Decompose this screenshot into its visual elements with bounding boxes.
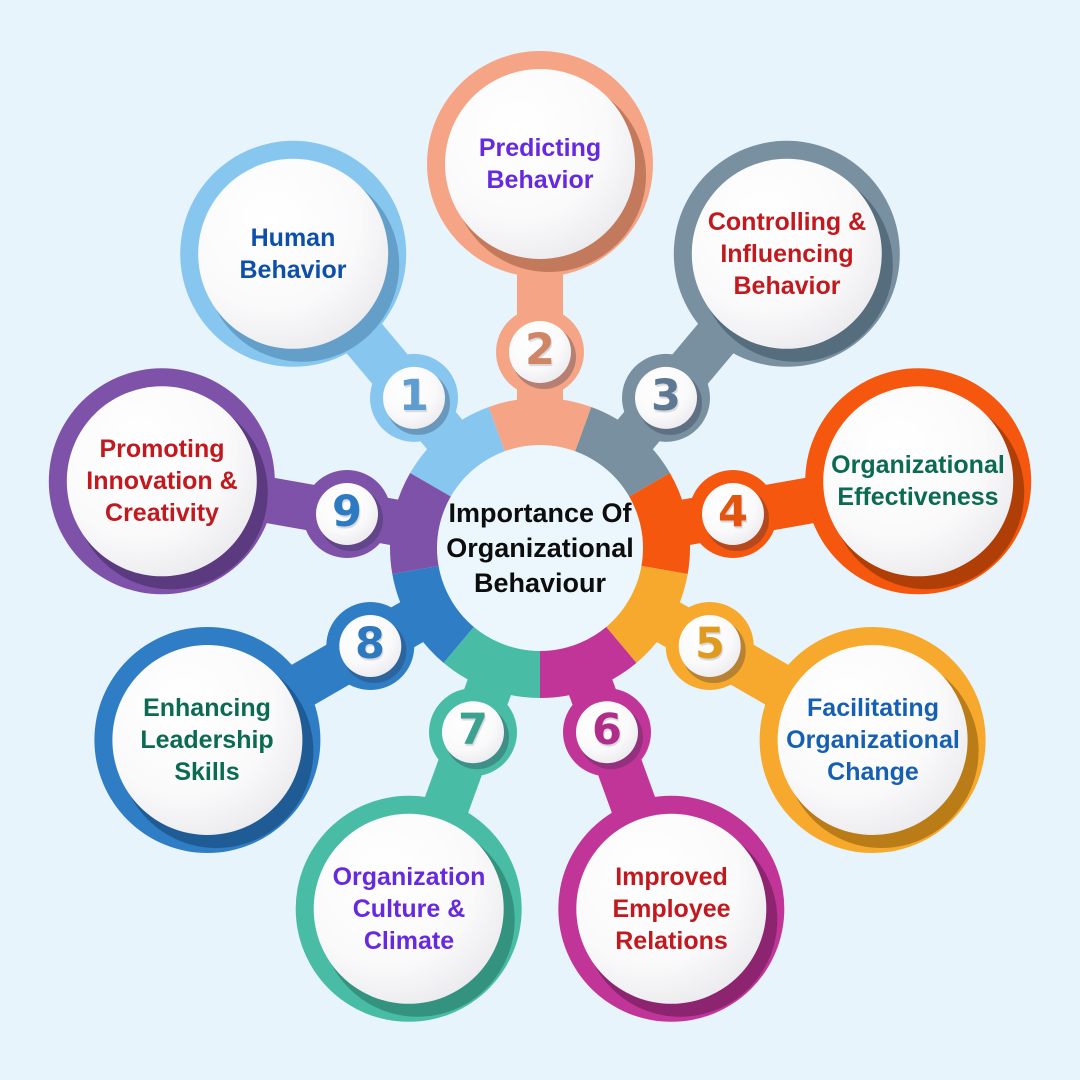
number-badge-layer bbox=[316, 321, 769, 770]
number-badge-9 bbox=[316, 483, 383, 551]
node-circle-7 bbox=[295, 795, 522, 1022]
node-face-5 bbox=[777, 645, 968, 835]
node-circle-6 bbox=[558, 795, 785, 1022]
node-circle-8 bbox=[94, 627, 321, 853]
number-badge-7 bbox=[442, 701, 509, 770]
number-badge-3 bbox=[635, 366, 702, 435]
node-circle-9 bbox=[48, 368, 275, 595]
node-circle-2 bbox=[427, 51, 653, 277]
node-face-7 bbox=[313, 813, 504, 1004]
center-circle bbox=[437, 445, 643, 651]
node-face-8 bbox=[112, 645, 303, 835]
node-face-6 bbox=[576, 813, 767, 1004]
number-badge-1 bbox=[383, 366, 450, 435]
number-badge-6 bbox=[576, 701, 643, 770]
node-circle-1 bbox=[180, 140, 407, 367]
node-face-3 bbox=[691, 158, 882, 349]
node-face-4 bbox=[823, 386, 1014, 577]
number-badge-5 bbox=[678, 615, 746, 683]
node-circle-layer bbox=[48, 51, 1032, 1022]
number-badge-4 bbox=[702, 483, 769, 551]
node-circle-5 bbox=[759, 627, 986, 853]
center-circle-layer bbox=[437, 445, 643, 651]
number-badge-8 bbox=[339, 615, 407, 683]
node-circle-3 bbox=[673, 140, 900, 367]
node-face-9 bbox=[66, 386, 257, 577]
node-circle-4 bbox=[805, 368, 1032, 595]
node-face-1 bbox=[198, 158, 389, 349]
node-face-2 bbox=[445, 69, 635, 259]
number-badge-2 bbox=[509, 321, 576, 389]
